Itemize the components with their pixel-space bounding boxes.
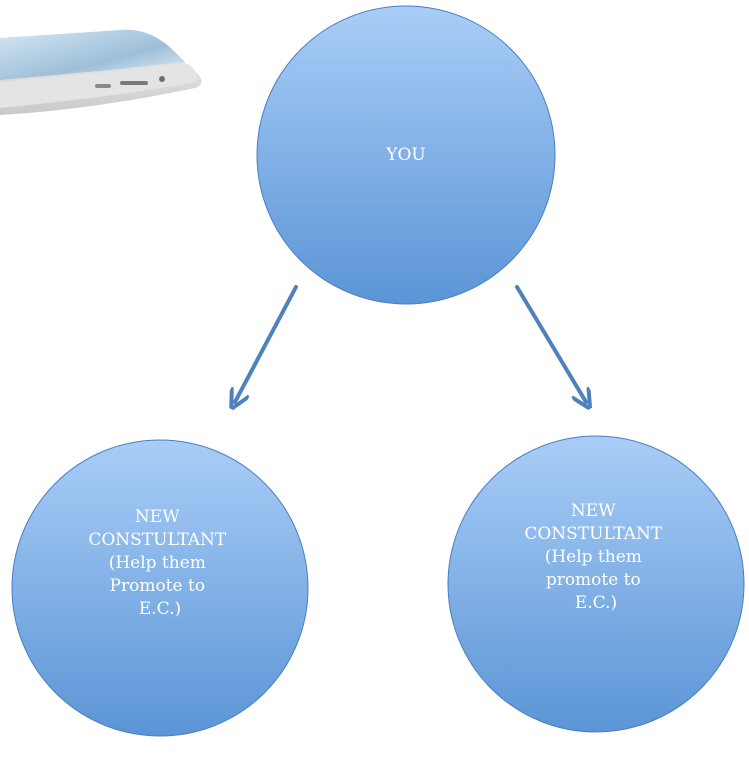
node-left-line-1: NEW	[135, 507, 180, 527]
node-right-line-3: (Help them	[545, 547, 642, 567]
node-right-circle	[447, 435, 745, 733]
node-right-line-2: CONSTULTANT	[524, 524, 663, 544]
node-right-line-1: NEW	[571, 501, 616, 521]
node-left-line-3: (Help them	[109, 553, 206, 573]
node-new-consultant-left: NEW CONSTULTANT (Help them Promote to E.…	[11, 439, 309, 737]
tablet-device-photo	[0, 29, 202, 115]
svg-text:NEW CONSTULTANT (H: NEW CONSTULTANT (Help them Promote to E.…	[88, 507, 231, 619]
node-new-consultant-right: NEW CONSTULTANT (Help them promote to E.…	[447, 435, 745, 733]
arrow-you-to-right	[515, 285, 586, 402]
node-left-line-4: Promote to	[110, 576, 206, 596]
node-left-circle	[11, 439, 309, 737]
svg-text:YOU: YOU	[385, 145, 426, 165]
svg-text:NEW CONSTULTANT (H: NEW CONSTULTANT (Help them promote to E.…	[524, 501, 667, 613]
arrow-you-to-left	[235, 285, 298, 402]
node-right-line-5: E.C.)	[575, 593, 617, 613]
node-you-label: YOU	[385, 145, 426, 165]
node-you: YOU	[256, 5, 556, 305]
node-left-line-2: CONSTULTANT	[88, 530, 227, 550]
node-left-line-5: E.C.)	[139, 599, 181, 619]
node-you-circle	[256, 5, 556, 305]
node-right-line-4: promote to	[546, 570, 641, 590]
